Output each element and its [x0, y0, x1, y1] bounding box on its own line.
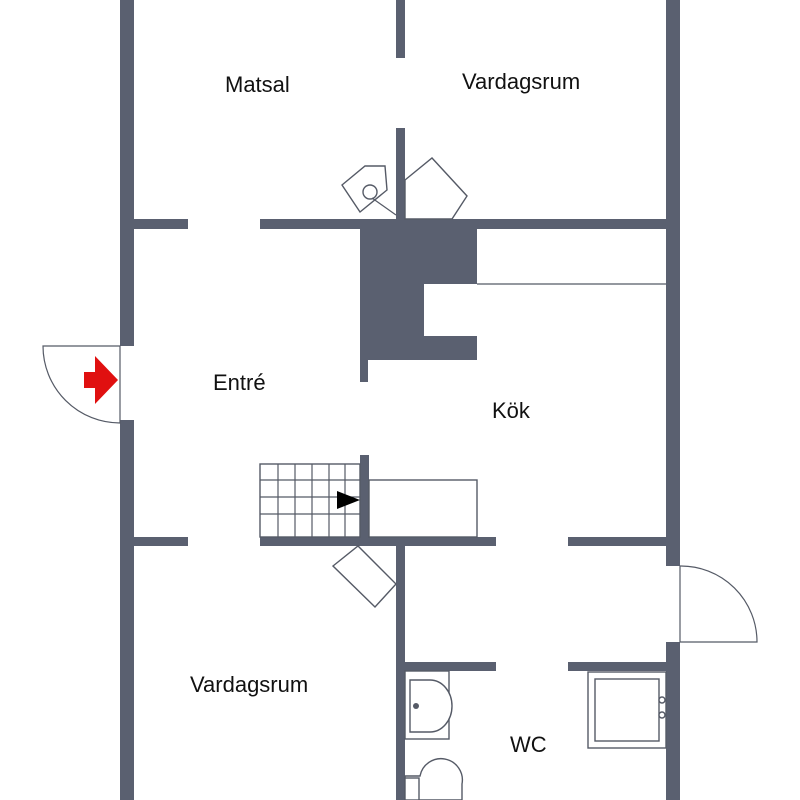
wall-h-lower-left [134, 537, 188, 546]
lower-left-door [331, 545, 397, 609]
room-label-vardagsrum-top: Vardagsrum [462, 69, 580, 94]
wall-h-upper-left [134, 219, 188, 229]
wall-h-upper-mid [260, 219, 406, 229]
small-doors-top [341, 157, 468, 220]
wall-lower-partition [396, 546, 405, 800]
wall-h-lower-mid [260, 537, 496, 546]
chimney-block [360, 229, 477, 382]
room-labels: Matsal Vardagsrum Entré Kök Vardagsrum W… [190, 69, 580, 757]
room-label-matsal: Matsal [225, 72, 290, 97]
wall-stair-post [360, 455, 369, 545]
walls [120, 0, 680, 800]
wall-right-lower [666, 642, 680, 800]
wall-h-upper-right [405, 219, 666, 229]
side-door [679, 565, 758, 643]
wc-fixtures [404, 670, 667, 800]
washbasin-icon [404, 670, 453, 740]
wall-top-partition-lower [396, 128, 405, 226]
wall-h-lower-right [568, 537, 666, 546]
wall-right-upper [666, 0, 680, 566]
wall-left-upper [120, 0, 134, 346]
stair-arrow-icon [337, 491, 360, 509]
wall-top-partition-upper [396, 0, 405, 58]
shower-icon [587, 671, 667, 749]
room-label-wc: WC [510, 732, 547, 757]
wall-wc-top-left [405, 662, 496, 671]
wall-left-lower [120, 420, 134, 800]
tiled-stove-icon [341, 165, 397, 216]
room-label-kok: Kök [492, 398, 531, 423]
stairs [259, 463, 478, 538]
entrance-arrow-icon [84, 356, 118, 404]
entrance-door [42, 345, 121, 424]
toilet-icon [404, 757, 464, 800]
room-label-vardagsrum-bottom: Vardagsrum [190, 672, 308, 697]
room-label-entre: Entré [213, 370, 266, 395]
wall-wc-top-right [568, 662, 666, 671]
